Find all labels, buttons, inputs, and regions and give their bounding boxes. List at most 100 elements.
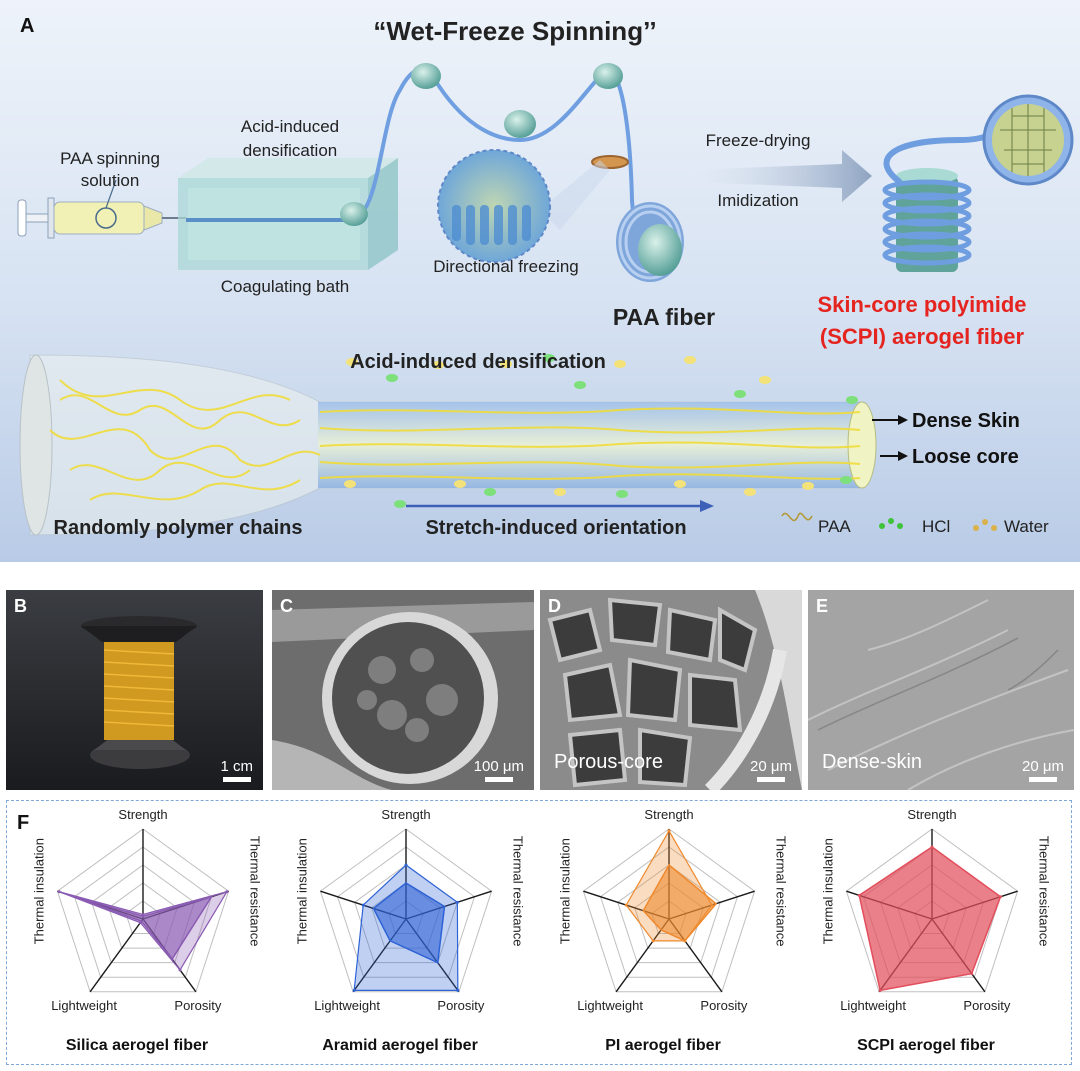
paa-solution-label-2: solution: [81, 171, 140, 190]
radar-data-point: [878, 988, 882, 992]
radar-grid-ring: [336, 846, 476, 978]
radar-data-point: [624, 903, 628, 907]
radar-data-point: [683, 939, 687, 943]
radar-axis-label-porosity: Porosity: [437, 998, 484, 1013]
scale-bar-c-line: [484, 777, 513, 782]
freeze-drying-label: Freeze-drying: [706, 131, 811, 150]
roller: [411, 63, 441, 89]
wet-freeze-spinning-schematic: A “Wet-Freeze Spinning’’ PAA spinning so…: [0, 0, 1080, 562]
radar-axis-label-thermal-insulation: Thermal insulation: [31, 838, 46, 944]
radar-data-point: [998, 895, 1002, 899]
radar-axis-label-thermal-insulation: Thermal insulation: [557, 838, 572, 944]
fiber-tube-schematic: [19, 354, 877, 536]
directional-freezing-label: Directional freezing: [433, 257, 579, 276]
radar-data-point: [970, 972, 974, 976]
radar-axis-label-thermal-resistance: Thermal resistance: [248, 836, 263, 947]
radar-data-point: [857, 893, 861, 897]
stretch-arrowhead: [700, 500, 714, 512]
radar-axis-label-lightweight: Lightweight: [51, 998, 117, 1013]
panel-c-letter: C: [280, 596, 293, 616]
radar-axis-label-thermal-insulation: Thermal insulation: [820, 838, 835, 944]
radar-grid-ring: [845, 828, 1019, 993]
panel-a-letter: A: [20, 15, 34, 37]
stretch-orientation-label: Stretch-induced orientation: [425, 517, 686, 539]
panel-d-letter: D: [548, 596, 561, 616]
roller: [593, 63, 623, 89]
radar-chart-title: PI aerogel fiber: [605, 1037, 721, 1054]
porous-core-caption: Porous-core: [554, 751, 663, 773]
radar-data-point: [456, 988, 460, 992]
radar-series-inner: [642, 863, 718, 942]
scale-bar-d-label: 20 μm: [750, 758, 792, 775]
radar-series-inner: [372, 882, 446, 964]
paa-solution-label: PAA spinning: [60, 149, 160, 168]
radar-axis-label-thermal-resistance: Thermal resistance: [774, 836, 789, 947]
paa-legend-label: PAA: [818, 517, 851, 536]
scale-bar-b-label: 1 cm: [220, 758, 253, 775]
radar-axis-label-porosity: Porosity: [963, 998, 1010, 1013]
radar-axis-label-lightweight: Lightweight: [840, 998, 906, 1013]
scale-bar-c-label: 100 μm: [473, 758, 524, 775]
radar-data-point: [138, 921, 142, 925]
radar-grid-ring: [617, 864, 721, 964]
radar-data-point: [404, 863, 408, 867]
dense-skin-caption: Dense-skin: [822, 751, 923, 773]
panel-e-sem-dense-skin: E Dense-skin 20 μm: [808, 590, 1074, 790]
radar-axis-label-strength: Strength: [644, 807, 693, 822]
hcl-particles: [386, 354, 858, 508]
panel-c-sem-cross-section: C 100 μm: [272, 590, 534, 790]
radar-chart-title: Aramid aerogel fiber: [322, 1037, 478, 1054]
scale-bar-b: 1 cm: [220, 758, 253, 782]
radar-axis-label-strength: Strength: [118, 807, 167, 822]
scale-bar-d: 20 μm: [750, 758, 792, 782]
acid-densification-heading: Acid-induced densification: [350, 351, 606, 373]
radar-chart-title: SCPI aerogel fiber: [857, 1037, 995, 1054]
radar-data-point: [667, 829, 671, 833]
panel-a-title: “Wet-Freeze Spinning’’: [373, 16, 656, 46]
fiber-path: [349, 67, 656, 247]
radar-grid-ring: [73, 846, 213, 978]
hcl-legend-icon: [879, 518, 903, 529]
scpi-label: Skin-core polyimide: [817, 292, 1026, 317]
paa-fiber-label: PAA fiber: [613, 304, 715, 330]
directional-freezing-zoom: [437, 149, 610, 263]
radar-axis-label-lightweight: Lightweight: [577, 998, 643, 1013]
dense-skin-pointer-head: [898, 415, 908, 425]
scale-bar-c: 100 μm: [474, 758, 524, 782]
radar-series-inner: [858, 846, 1002, 992]
acid-densification-label-2: densification: [243, 141, 338, 160]
paa-fiber-spool: [616, 202, 684, 282]
roller: [504, 110, 536, 138]
radar-grid-ring: [582, 828, 756, 993]
panel-b-letter: B: [14, 596, 27, 616]
radar-data-point: [361, 903, 365, 907]
water-legend-label: Water: [1004, 517, 1049, 536]
scale-bar-b-line: [222, 777, 251, 782]
scpi-label-2: (SCPI) aerogel fiber: [820, 324, 1025, 349]
random-chains-label: Randomly polymer chains: [54, 517, 303, 539]
panel-f-letter: F: [17, 812, 29, 834]
loose-core-label: Loose core: [912, 446, 1019, 468]
radar-data-point: [930, 845, 934, 849]
scale-bar-e-label: 20 μm: [1022, 758, 1064, 775]
radar-axis-label-strength: Strength: [907, 807, 956, 822]
radar-data-point: [57, 890, 61, 894]
roller: [340, 202, 368, 226]
radar-axis-label-porosity: Porosity: [174, 998, 221, 1013]
radar-grid-ring: [56, 828, 230, 993]
radar-grid-ring: [91, 864, 195, 964]
radar-grid-ring: [599, 846, 739, 978]
radar-axis-label-lightweight: Lightweight: [314, 998, 380, 1013]
scale-bar-e: 20 μm: [1022, 758, 1064, 782]
hcl-legend-label: HCl: [922, 517, 950, 536]
radar-grid-ring: [125, 900, 161, 935]
radar-grid-ring: [108, 882, 178, 949]
radar-axis-line: [615, 918, 670, 993]
radar-axis-line: [89, 918, 144, 993]
water-particles: [344, 356, 814, 496]
dense-skin-label: Dense Skin: [912, 410, 1020, 432]
paa-legend-icon: [781, 512, 813, 522]
scale-bar-d-line: [757, 777, 785, 782]
